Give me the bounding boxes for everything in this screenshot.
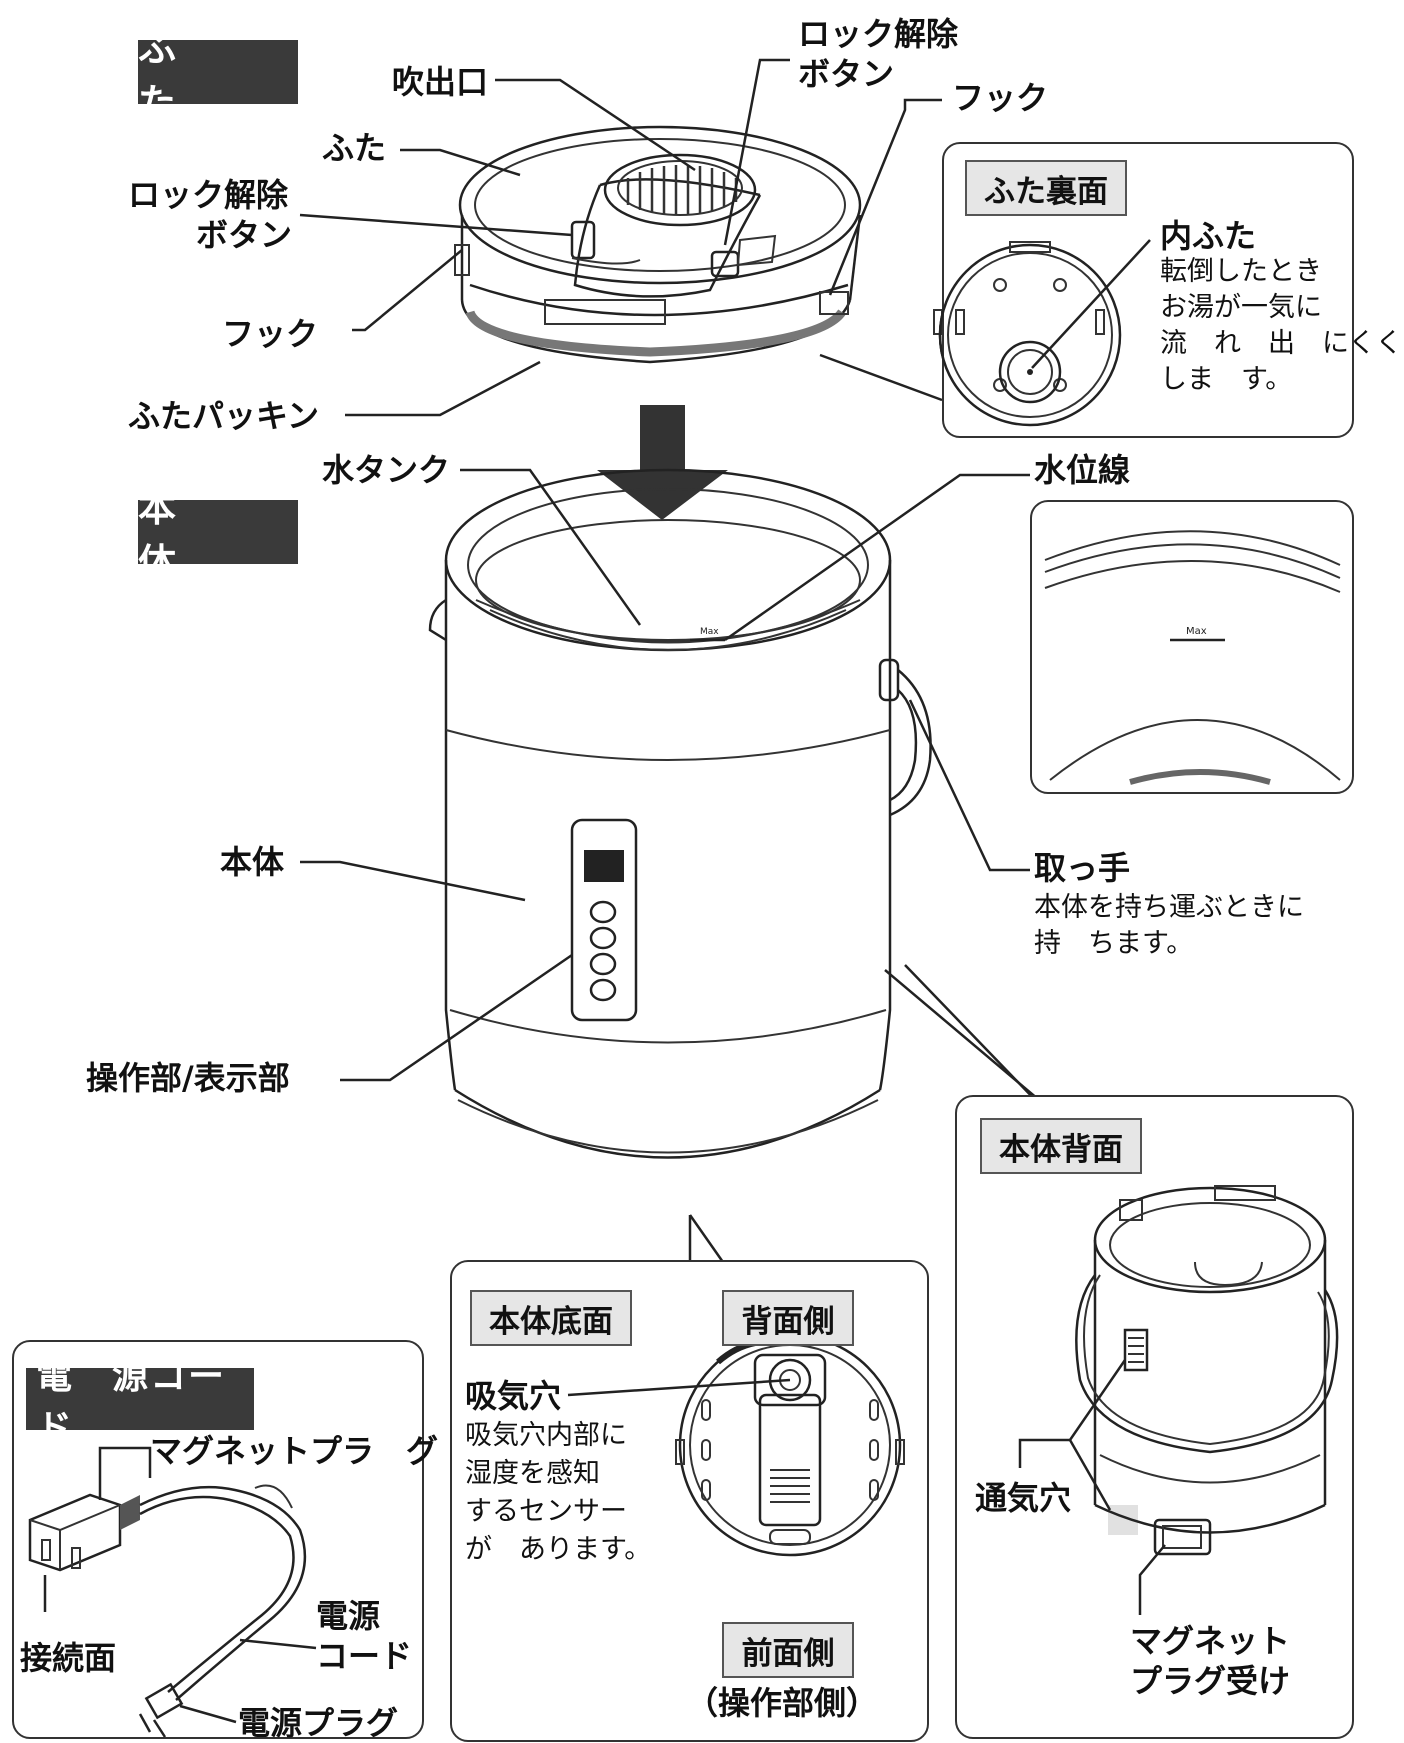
label-lid-packing: ふたパッキン [128,397,320,435]
lid-back-art [938,239,1151,427]
inner-lid-desc-1: 転倒したとき [1160,256,1322,287]
max-mark-text: Max [700,627,719,637]
label-outlet: 吹出口 [392,63,489,101]
bottom-view-art [567,1333,905,1557]
label-controls-display: 操作部/表示部 [86,1059,290,1097]
label-power-cord-line2: コード [316,1637,413,1675]
cord-art [28,1446,317,1738]
label-lock-release-left-line1: ロック解除 [128,176,289,214]
panel-title-lid-back: ふた裏面 [965,160,1127,216]
inner-lid-desc-2: お湯が一気に [1160,292,1322,323]
label-power-cord-line1: 電源 [316,1597,381,1635]
back-view-art [1075,1185,1339,1556]
label-lock-release-right-line2: ボタン [798,55,895,93]
intake-desc-3: するセンサー [465,1496,627,1527]
inner-lid-desc-4: しま す。 [1160,364,1293,395]
max-mark-panel-text: Max [1186,626,1207,637]
label-handle: 取っ手 [1034,849,1131,887]
back-view-leaders [1018,1359,1166,1615]
intake-desc-1: 吸気穴内部に [465,1420,627,1451]
body-illustration: Max [428,468,932,1159]
intake-desc-2: 湿度を感知 [465,1458,600,1489]
inner-lid-desc-3: 流 れ 出 にくく [1160,328,1403,359]
intake-desc-4: が あります。 [465,1534,652,1565]
label-hook-left: フック [222,315,319,353]
label-water-tank: 水タンク [322,451,451,489]
label-lock-release-left-line2: ボタン [196,216,293,254]
section-tag-body: 本 体 [138,486,298,585]
label-connect-face: 接続面 [20,1639,117,1677]
label-vent: 通気穴 [975,1479,1072,1517]
bottom-rear-side-tag: 背面側 [722,1290,854,1346]
body-leader-lines [300,468,1046,1267]
label-water-line: 水位線 [1034,451,1131,489]
label-front-side-note: （操作部側） [686,1684,879,1722]
label-lid: ふた [322,129,387,167]
label-inner-lid: 内ふた [1160,217,1257,255]
section-tag-lid: ふ た [138,26,298,125]
label-body: 本体 [220,843,285,881]
handle-desc-1: 本体を持ち運ぶときに [1034,892,1304,923]
section-tag-cord: 電 源コード [26,1356,254,1449]
label-magnet-socket-line1: マグネット [1130,1622,1291,1660]
label-air-intake: 吸気穴 [465,1377,562,1415]
label-magnet-plug: マグネットプラ グ [150,1432,439,1470]
bottom-front-side-tag: 前面側 [722,1622,854,1678]
panel-title-back-view: 本体背面 [980,1118,1142,1174]
label-power-plug: 電源プラグ [238,1704,399,1742]
label-magnet-socket-line2: プラグ受け [1130,1662,1291,1700]
label-hook-right: フック [952,79,1049,117]
lid-leader-lines [299,58,943,417]
panel-title-bottom-view: 本体底面 [470,1290,632,1346]
label-lock-release-right-line1: ロック解除 [798,15,959,53]
water-line-art: Max [1044,530,1341,785]
handle-desc-2: 持 ちます。 [1034,928,1194,959]
